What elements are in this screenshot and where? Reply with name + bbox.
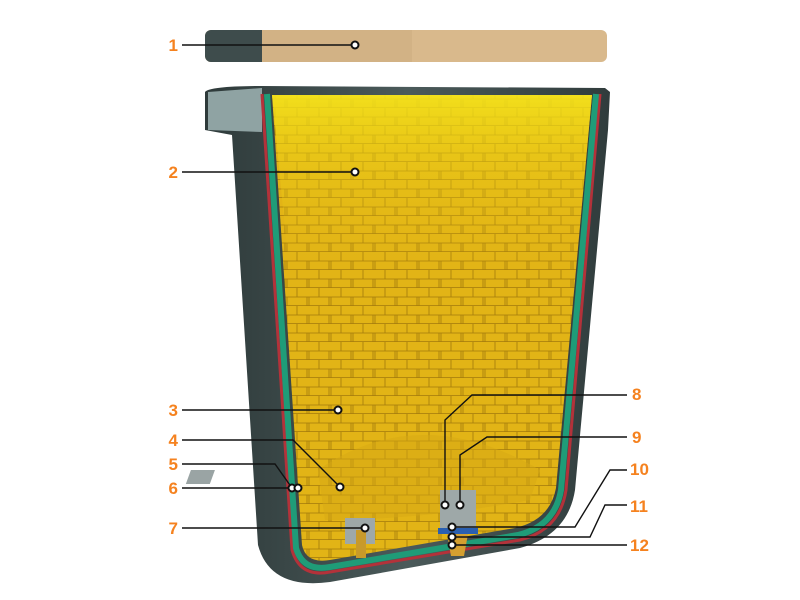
label-8: 8 xyxy=(632,385,642,404)
label-2: 2 xyxy=(168,163,178,182)
lid xyxy=(205,30,607,62)
label-11: 11 xyxy=(630,497,648,516)
label-12: 12 xyxy=(630,536,649,555)
label-7: 7 xyxy=(168,519,178,538)
label-10: 10 xyxy=(630,460,649,479)
label-1: 1 xyxy=(168,36,178,55)
label-9: 9 xyxy=(632,428,642,447)
label-3: 3 xyxy=(168,401,178,420)
label-5: 5 xyxy=(168,455,178,474)
leader-lines xyxy=(182,44,627,546)
callout-dots xyxy=(287,40,465,550)
label-6: 6 xyxy=(168,479,178,498)
label-4: 4 xyxy=(168,431,178,450)
